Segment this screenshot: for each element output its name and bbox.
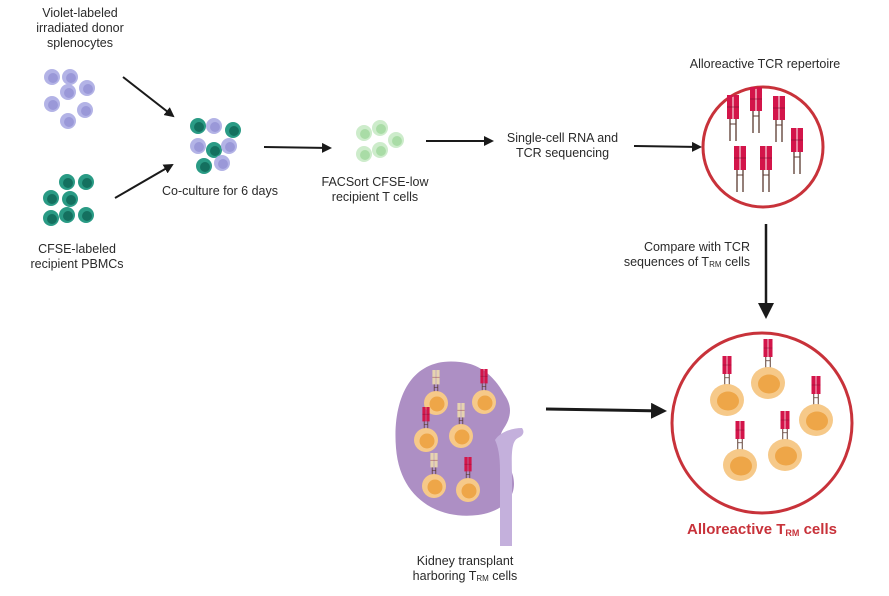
trm-cell	[472, 369, 496, 414]
arrow-recipient-to-coculture	[114, 163, 174, 199]
teal-cell	[78, 207, 94, 223]
alloreactive-trm-circle	[670, 331, 854, 515]
sequencing-label: Single-cell RNA and TCR sequencing	[495, 131, 630, 161]
trm-cell	[723, 421, 757, 481]
alloreactive-trm-cells	[710, 339, 833, 481]
kidney-label-line2: harboring TRM cells	[390, 569, 540, 586]
trm-cell	[422, 453, 446, 498]
violet-cell	[60, 84, 76, 100]
recipient-label-line1: CFSE-labeled	[38, 242, 116, 256]
trm-cell	[414, 407, 438, 452]
teal-cell	[62, 191, 78, 207]
trm-cell	[449, 403, 473, 448]
teal-cell	[43, 190, 59, 206]
compare-label: Compare with TCR sequences of TRM cells	[600, 240, 750, 272]
sorted-cell-cluster	[356, 120, 404, 162]
arrow-coculture-to-facsort	[263, 142, 332, 153]
ureter	[495, 428, 524, 546]
arrow-sequencing-to-repertoire	[633, 141, 702, 152]
cfse-low-cell	[356, 125, 372, 141]
teal-cell	[78, 174, 94, 190]
facsort-label: FACSort CFSE-low recipient T cells	[310, 175, 440, 205]
violet-cell	[214, 155, 230, 171]
kidney-icon	[395, 361, 524, 546]
kidney-label: Kidney transplant harboring TRM cells	[390, 554, 540, 586]
kidney-trm-cells	[414, 369, 496, 502]
cfse-low-cell	[372, 120, 388, 136]
violet-cell	[206, 118, 222, 134]
compare-label-line1: Compare with TCR	[643, 240, 750, 254]
compare-text: sequences of T	[623, 255, 710, 269]
tcr-repertoire-group	[727, 87, 803, 192]
violet-cell	[77, 102, 93, 118]
coculture-label: Co-culture for 6 days	[161, 184, 279, 198]
violet-cell	[44, 69, 60, 85]
violet-cell	[190, 138, 206, 154]
arrow-kidney-to-final	[545, 402, 667, 419]
cfse-low-cell	[388, 132, 404, 148]
teal-cell	[225, 122, 241, 138]
cfse-low-cell	[356, 146, 372, 162]
kidney-subscript: RM	[476, 574, 489, 583]
donor-label: Violet-labeled irradiated donor splenocy…	[10, 6, 150, 51]
recipient-cell-cluster	[43, 174, 94, 226]
trm-cell	[768, 411, 802, 471]
recipient-label-line2: recipient PBMCs	[30, 257, 124, 271]
teal-cell	[206, 142, 222, 158]
final-label: Alloreactive TRM cells	[672, 521, 852, 538]
kidney-text-end: cells	[488, 569, 518, 583]
trm-cell	[424, 370, 448, 415]
violet-cell	[221, 138, 237, 154]
arrow-donor-to-coculture	[122, 76, 175, 118]
kidney-text: harboring T	[412, 569, 477, 583]
donor-label-line1: Violet-labeled	[42, 6, 118, 20]
cfse-low-cell	[372, 142, 388, 158]
final-subscript: RM	[785, 528, 800, 538]
teal-cell	[196, 158, 212, 174]
teal-cell	[190, 118, 206, 134]
final-text: Alloreactive T	[687, 521, 786, 538]
violet-cell	[60, 113, 76, 129]
tcr-receptor	[773, 96, 785, 142]
compare-subscript: RM	[709, 260, 722, 269]
final-text-end: cells	[799, 521, 837, 538]
teal-cell	[59, 174, 75, 190]
tcr-receptor	[734, 146, 746, 192]
teal-cell	[43, 210, 59, 226]
repertoire-label: Alloreactive TCR repertoire	[689, 57, 841, 71]
recipient-label: CFSE-labeled recipient PBMCs	[12, 242, 142, 272]
tcr-receptor	[727, 95, 739, 141]
coculture-cell-cluster	[190, 118, 241, 174]
facsort-label-line2: recipient T cells	[331, 190, 419, 204]
facsort-label-line1: FACSort CFSE-low	[321, 175, 429, 189]
trm-cell	[710, 356, 744, 416]
violet-cell	[44, 96, 60, 112]
violet-cell	[62, 69, 78, 85]
teal-cell	[59, 207, 75, 223]
trm-cell	[799, 376, 833, 436]
sequencing-label-line1: Single-cell RNA and	[506, 131, 619, 145]
donor-label-line2: irradiated donor	[36, 21, 124, 35]
donor-cell-cluster	[44, 69, 95, 129]
trm-cell	[456, 457, 480, 502]
tcr-receptor	[791, 128, 803, 174]
tcr-receptor	[750, 87, 762, 133]
tcr-repertoire-circle	[701, 85, 825, 209]
compare-text-end: cells	[721, 255, 750, 269]
trm-cell	[751, 339, 785, 399]
donor-label-line3: splenocytes	[46, 36, 113, 50]
compare-label-line2: sequences of TRM cells	[600, 255, 750, 272]
kidney-label-line1: Kidney transplant	[416, 554, 514, 568]
sequencing-label-line2: TCR sequencing	[515, 146, 610, 160]
violet-cell	[79, 80, 95, 96]
tcr-receptor	[760, 146, 772, 192]
